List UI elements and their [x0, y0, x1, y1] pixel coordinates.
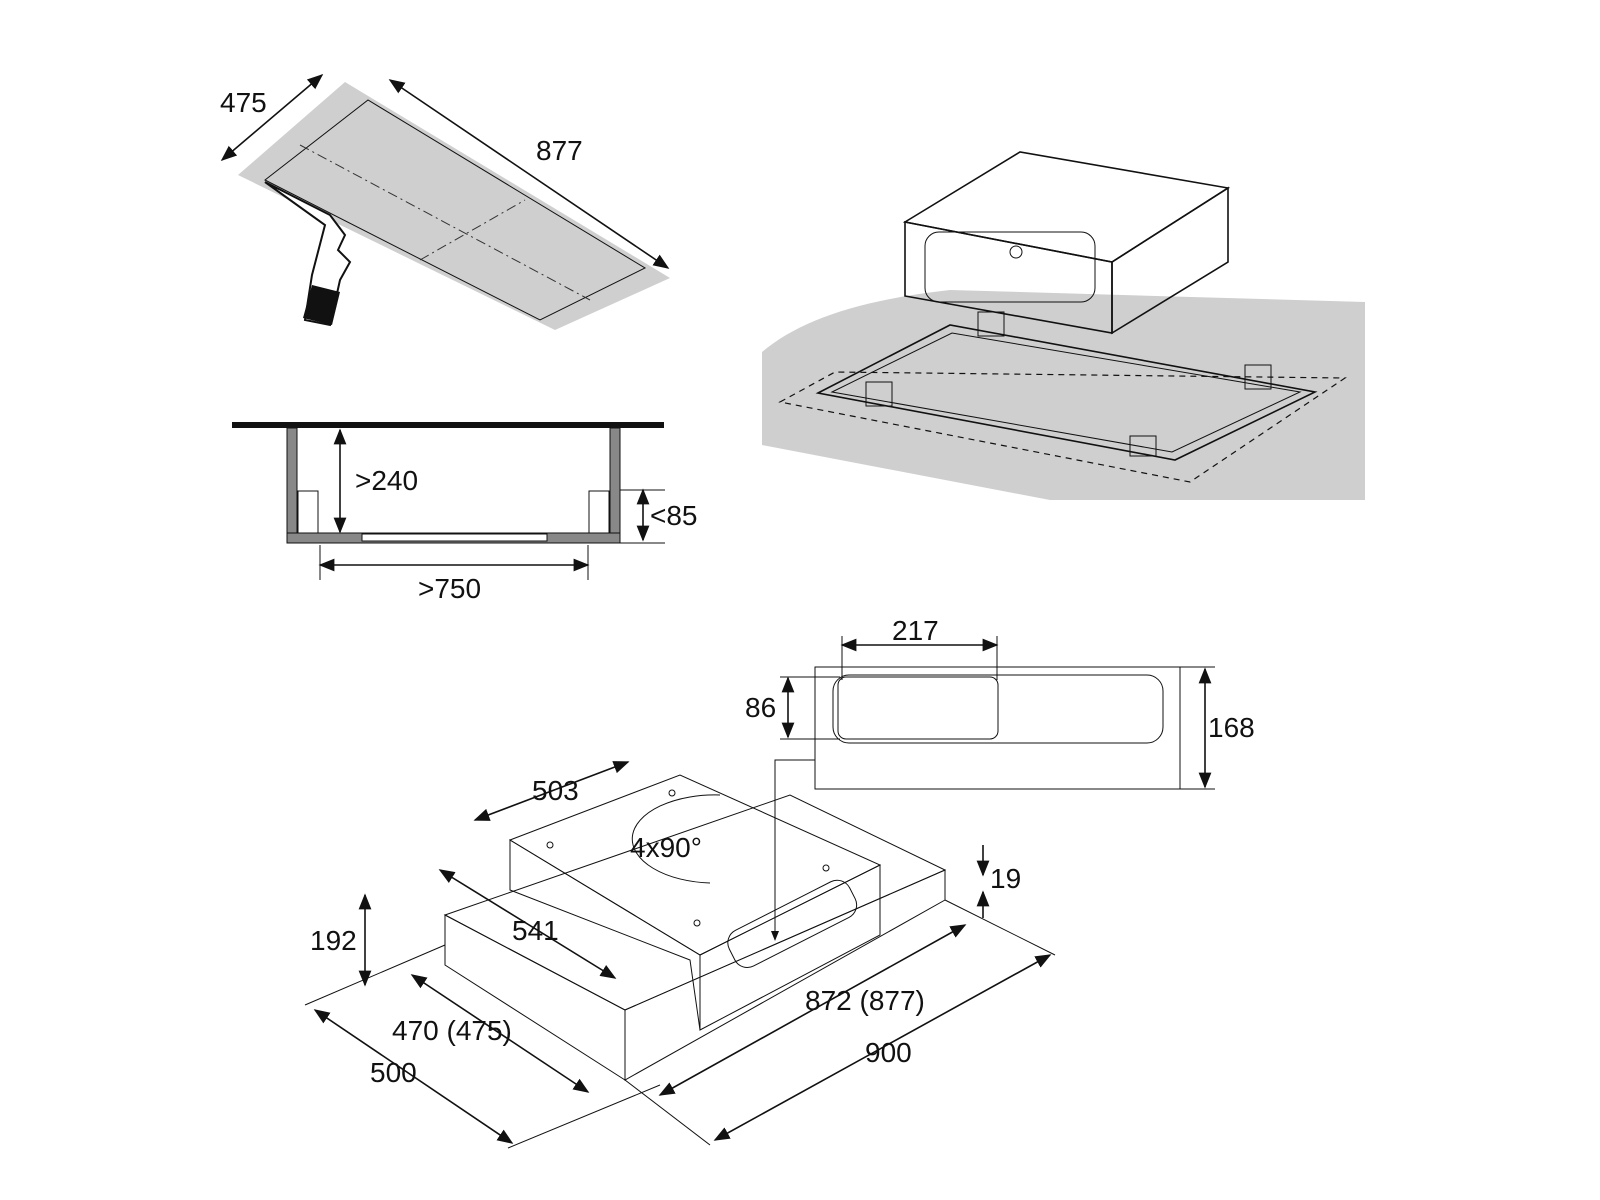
offset-label: 19 — [990, 863, 1021, 894]
cutout-view: 475 877 — [220, 73, 670, 330]
outlet-view: 217 86 168 — [745, 615, 1255, 941]
rotation-label: 4x90° — [630, 832, 702, 863]
cutout-width-label: 475 — [220, 87, 267, 118]
height-label: 192 — [310, 925, 357, 956]
opening-height-label: 86 — [745, 692, 776, 723]
unit-view: 4x90° 503 541 192 19 872 (877) 900 470 (… — [304, 761, 1056, 1149]
total-height-label: 168 — [1208, 712, 1255, 743]
cutout-depth-label: 470 (475) — [392, 1015, 512, 1046]
min-width-label: >750 — [418, 573, 481, 604]
max-thickness-label: <85 — [650, 500, 698, 531]
opening-width-label: 217 — [892, 615, 939, 646]
total-depth-label: 500 — [370, 1057, 417, 1088]
installation-3d-view — [762, 151, 1365, 500]
min-height-label: >240 — [355, 465, 418, 496]
top-width-label: 503 — [532, 775, 579, 806]
cutout-length-label: 877 — [536, 135, 583, 166]
section-view: >240 <85 >750 — [232, 422, 698, 604]
total-length-label: 900 — [865, 1037, 912, 1068]
depth-label: 541 — [512, 915, 559, 946]
length-label: 872 (877) — [805, 985, 925, 1016]
